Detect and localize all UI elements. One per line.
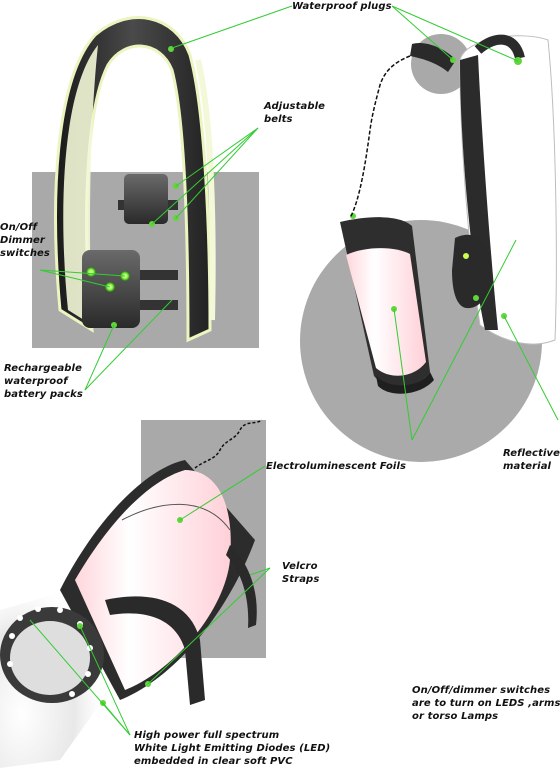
- on-off-dimmer-line-2: Dimmer: [0, 235, 45, 246]
- electroluminescent-foils-text: Electroluminescent Foils: [266, 461, 407, 472]
- reflective-material-line-1: Reflective: [503, 448, 560, 459]
- label-switch-note: On/Off/dimmer switches are to turn on LE…: [412, 684, 560, 723]
- arm-lamp: [340, 213, 434, 394]
- label-led: High power full spectrum White Light Emi…: [134, 729, 330, 768]
- on-off-dimmer-line-3: switches: [0, 248, 50, 259]
- battery-packs-line-3: battery packs: [4, 389, 83, 400]
- led-line-3: embedded in clear soft PVC: [134, 756, 293, 767]
- switch-box-side: [452, 234, 491, 309]
- led-line-1: High power full spectrum: [134, 730, 280, 741]
- velcro-strap: [105, 596, 205, 705]
- battery-box-upper: [124, 174, 168, 224]
- led-line-2: White Light Emitting Diodes (LED): [134, 743, 331, 754]
- on-off-dimmer-line-1: On/Off: [0, 222, 38, 233]
- velcro-straps-line-2: Straps: [282, 574, 320, 585]
- waterproof-plugs-text: Waterproof plugs: [292, 1, 392, 12]
- adjustable-belts-line-2: belts: [264, 114, 293, 125]
- battery-packs-line-1: Rechargeable: [4, 363, 82, 374]
- torso-vest: [54, 16, 216, 343]
- label-on-off-dimmer: On/Off Dimmer switches: [0, 221, 50, 260]
- switch-note-line-2: are to turn on LEDS ,arms: [412, 698, 560, 709]
- switch-note-line-1: On/Off/dimmer switches: [412, 685, 551, 696]
- vest-side: [452, 34, 557, 345]
- reflective-material-line-2: material: [503, 461, 552, 472]
- velcro-straps-line-1: Velcro: [282, 561, 318, 572]
- label-electroluminescent-foils: Electroluminescent Foils: [266, 460, 406, 473]
- label-reflective-material: Reflective material: [503, 447, 560, 473]
- label-adjustable-belts: Adjustable belts: [264, 100, 325, 126]
- adjustable-belts-line-1: Adjustable: [264, 101, 325, 112]
- led-lamp: [0, 419, 263, 706]
- label-velcro-straps: Velcro Straps: [282, 560, 319, 586]
- leader-lines: [29, 5, 559, 736]
- label-waterproof-plugs: Waterproof plugs: [292, 0, 392, 13]
- switch-note-line-3: or torso Lamps: [412, 711, 499, 722]
- dimmer-switch-1: [86, 267, 96, 277]
- battery-packs-line-2: waterproof: [4, 376, 68, 387]
- label-battery-packs: Rechargeable waterproof battery packs: [4, 362, 83, 401]
